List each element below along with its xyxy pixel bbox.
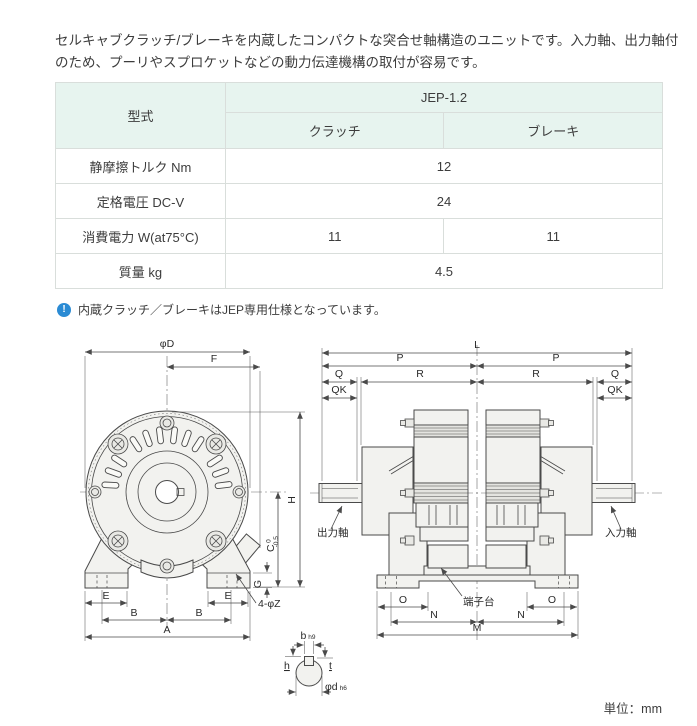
- side-drum-half: [388, 409, 469, 569]
- side-output-shaft: [318, 483, 363, 503]
- note: ! 内蔵クラッチ／ブレーキはJEP専用仕様となっています。: [57, 301, 386, 318]
- dim-label-m: M: [473, 622, 482, 634]
- side-callouts: 出力軸 入力軸 端子台: [317, 505, 637, 608]
- spec-col-clutch: クラッチ: [224, 112, 445, 149]
- front-view-drawing: φD F H C0-0.5 G: [80, 338, 305, 641]
- spec-col-brake: ブレーキ: [443, 112, 663, 149]
- spec-row-label: 定格電圧 DC-V: [55, 183, 226, 219]
- note-text: 内蔵クラッチ／ブレーキはJEP専用仕様となっています。: [78, 303, 386, 317]
- technical-drawings: φD F H C0-0.5 G: [80, 338, 662, 696]
- dim-label-e-right: E: [224, 590, 231, 602]
- spec-row-value: 4.5: [224, 253, 664, 289]
- side-input-shaft: [591, 483, 636, 503]
- table-row: 定格電圧 DC-V 24: [55, 183, 664, 219]
- dim-label-n-left: N: [430, 609, 438, 621]
- dim-label-r-left: R: [416, 368, 424, 380]
- spec-row-label: 消費電力 W(at75°C): [55, 218, 226, 254]
- spec-row-value-brake: 11: [443, 218, 663, 254]
- dim-label-r-right: R: [532, 368, 540, 380]
- dim-label-o-left: O: [399, 594, 407, 606]
- dim-label-g: G: [252, 580, 264, 588]
- dim-label-c: C0-0.5: [265, 536, 280, 552]
- dim-label-q-left: Q: [335, 368, 343, 380]
- front-vent-slots: [101, 426, 233, 490]
- dim-label-e-left: E: [102, 590, 109, 602]
- terminal-block-label: 端子台: [463, 595, 495, 608]
- dim-label-o-right: O: [548, 594, 556, 606]
- spec-table: 型式 JEP-1.2 クラッチ ブレーキ 静摩擦トルク Nm 12 定格電圧 D…: [55, 82, 664, 289]
- shaft-keyway: [304, 656, 314, 666]
- spec-row-value-clutch: 11: [224, 218, 445, 254]
- front-keyway: [176, 488, 185, 496]
- dim-label-b-right: B: [195, 607, 202, 619]
- dim-label-qk-left: QK: [331, 384, 346, 396]
- front-bottom-bolt: [159, 558, 175, 574]
- spec-row-value: 24: [224, 183, 664, 219]
- side-view-drawing: L P P Q R R Q QK QK: [310, 339, 662, 640]
- table-row: 質量 kg 4.5: [55, 253, 664, 289]
- spec-model-value: JEP-1.2: [224, 82, 664, 113]
- spec-model-label: 型式: [55, 82, 226, 149]
- dim-label-qk-right: QK: [607, 384, 622, 396]
- dim-label-h-key: h: [284, 660, 290, 672]
- dim-label-q-right: Q: [611, 368, 619, 380]
- front-dimensions: φD F H C0-0.5 G: [84, 338, 305, 641]
- unit-label: 単位：mm: [603, 702, 662, 716]
- intro-paragraph: セルキャブクラッチ/ブレーキを内蔵したコンパクトな突合せ軸構造のユニットです。入…: [55, 32, 679, 70]
- side-terminal-box: [427, 544, 469, 569]
- dim-label-p-right: P: [552, 352, 559, 364]
- dim-label-phi-d: φD: [160, 338, 175, 350]
- spec-row-label: 静摩擦トルク Nm: [55, 148, 226, 184]
- dim-label-p-left: P: [396, 352, 403, 364]
- spec-row-value: 12: [224, 148, 664, 184]
- dim-label-a: A: [163, 624, 170, 636]
- info-icon: !: [57, 302, 71, 317]
- table-row: 静摩擦トルク Nm 12: [55, 148, 664, 184]
- dim-label-n-right: N: [517, 609, 525, 621]
- output-shaft-label: 出力軸: [317, 526, 349, 539]
- front-body: [85, 410, 249, 574]
- dim-label-l: L: [474, 339, 480, 351]
- dim-label-b-left: B: [130, 607, 137, 619]
- front-bolts: [88, 415, 246, 552]
- dim-label-t-key: t: [329, 660, 332, 672]
- input-shaft-label: 入力軸: [605, 526, 637, 539]
- dim-label-f: F: [211, 353, 217, 365]
- spec-row-label: 質量 kg: [55, 253, 226, 289]
- dim-label-h: H: [286, 496, 298, 504]
- side-base-flange: [376, 574, 579, 589]
- dim-label-mounting-holes: 4-φZ: [258, 598, 281, 610]
- side-dimensions: L P P Q R R Q QK QK: [321, 339, 633, 639]
- table-row: 消費電力 W(at75°C) 11 11: [55, 218, 663, 254]
